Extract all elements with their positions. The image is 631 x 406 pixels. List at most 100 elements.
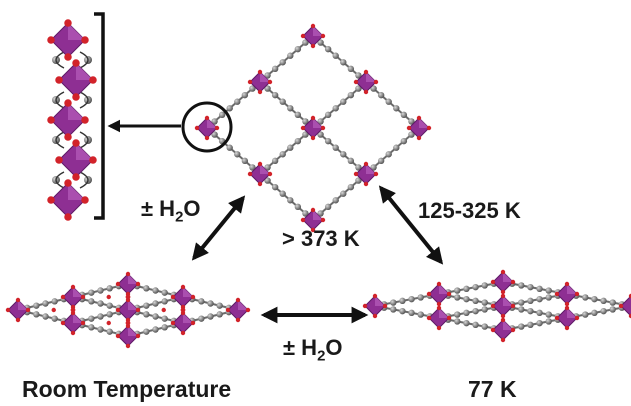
carbon-atom <box>152 326 159 333</box>
oxygen-atom <box>125 317 131 323</box>
carbon-atom <box>472 321 479 329</box>
carbon-atom <box>582 294 589 301</box>
framework-large-pore <box>194 23 432 233</box>
high-temperature-label: > 373 K <box>282 226 360 251</box>
carbon-atom <box>332 144 339 151</box>
oxygen-atom <box>115 281 121 287</box>
oxygen-atom <box>194 125 200 131</box>
octahedron-node <box>426 305 452 331</box>
carbon-atom <box>42 300 49 307</box>
carbon-atom <box>207 313 214 320</box>
carbon-atom <box>143 328 150 335</box>
oxygen-atom <box>310 23 316 29</box>
oxygen-atom <box>353 171 359 177</box>
carbon-atom <box>408 131 415 138</box>
octahedron-node <box>247 161 273 187</box>
oxygen-atom <box>47 196 55 204</box>
oxygen-atom <box>204 135 210 141</box>
carbon-atom <box>143 285 150 292</box>
low-temperature-label: 77 K <box>468 376 517 402</box>
oxygen-atom <box>564 305 570 311</box>
carbon-atom <box>161 324 168 331</box>
octahedron-highlight <box>439 284 449 294</box>
carbon-atom <box>377 91 385 99</box>
oxygen-atom <box>372 293 378 299</box>
oxygen-atom <box>125 271 131 277</box>
carbon-atom <box>408 295 415 303</box>
octahedron-highlight <box>503 320 513 330</box>
oxygen-atom <box>15 297 21 303</box>
oxygen-atom <box>267 171 273 177</box>
oxygen-atom <box>80 320 86 326</box>
carbon-atom <box>340 151 347 158</box>
carbon-atom <box>88 289 95 296</box>
oxygen-atom <box>64 19 72 27</box>
octahedron-highlight <box>128 300 138 310</box>
oxygen-atom <box>190 294 196 300</box>
octahedron-highlight <box>375 296 385 306</box>
oxygen-atom <box>564 281 570 287</box>
carbon-atom <box>340 98 347 105</box>
organic-linker <box>312 173 367 221</box>
carbon-atom <box>536 309 543 317</box>
oxygen-atom <box>64 179 72 187</box>
carbon-atom <box>536 319 543 327</box>
octahedron-node <box>115 271 141 297</box>
carbon-atom <box>545 318 552 325</box>
oxygen-atom <box>363 161 369 167</box>
carbon-atom <box>302 118 309 125</box>
octahedron-highlight <box>313 210 323 220</box>
oxygen-atom <box>436 301 442 307</box>
oxygen-atom <box>257 161 263 167</box>
octahedron-node <box>115 297 141 323</box>
octahedron-highlight <box>68 183 85 200</box>
oxygen-atom <box>135 307 141 313</box>
oxygen-atom <box>310 227 316 233</box>
carbon-atom <box>417 311 424 318</box>
carbon-atom <box>332 105 339 112</box>
carbon-atom <box>481 323 488 330</box>
carbon-atom <box>294 111 302 119</box>
oxygen-atom <box>564 325 570 331</box>
oxygen-atom <box>363 181 369 187</box>
octahedron-face <box>620 295 631 317</box>
carbon-atom <box>582 311 589 318</box>
metal-chain-structure <box>47 19 97 221</box>
oxygen-atom <box>225 307 231 313</box>
octahedron-highlight <box>73 313 83 323</box>
octahedron-node <box>362 293 388 319</box>
octahedron-node <box>55 59 97 101</box>
carbon-atom <box>454 287 461 294</box>
carbon-atom <box>287 197 294 204</box>
carbon-atom <box>393 105 400 112</box>
carbon-atom <box>152 313 159 320</box>
carbon-atom <box>271 91 279 99</box>
octahedron-highlight <box>567 284 577 294</box>
carbon-atom <box>370 164 377 171</box>
octahedron-node <box>300 115 326 141</box>
carbon-atom <box>324 137 332 145</box>
octahedron-highlight <box>503 296 513 306</box>
carbon-atom <box>249 164 256 171</box>
carbon-atom <box>481 299 488 306</box>
octahedron-highlight <box>366 164 376 174</box>
carbon-atom <box>106 311 113 318</box>
octahedron-highlight <box>313 26 323 36</box>
carbon-atom <box>518 306 525 313</box>
carbon-atom <box>527 321 534 329</box>
carbon-atom <box>536 285 543 293</box>
carbon-atom <box>417 294 424 301</box>
oxygen-atom <box>55 76 63 84</box>
carbon-atom <box>463 295 470 303</box>
carboxylate-bridge <box>55 171 65 189</box>
oxygen-atom <box>64 133 72 141</box>
oxygen-atom <box>300 217 306 223</box>
carbon-atom <box>88 298 95 305</box>
oxygen-atom <box>320 217 326 223</box>
carbon-atom <box>97 300 104 307</box>
oxygen-atom <box>247 79 253 85</box>
oxygen-atom <box>362 303 368 309</box>
carbon-atom <box>399 297 406 305</box>
carbon-atom <box>385 98 392 105</box>
